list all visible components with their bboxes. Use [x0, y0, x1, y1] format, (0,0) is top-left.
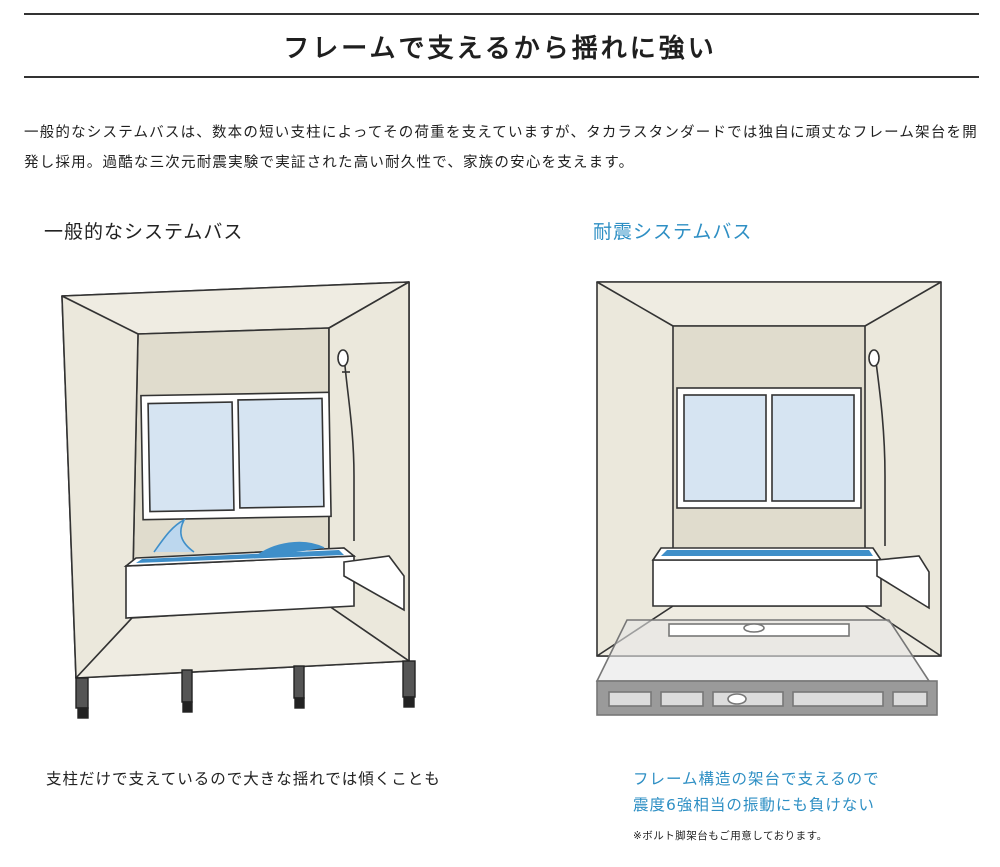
intro-text: 一般的なシステムバスは、数本の短い支柱によってその荷重を支えていますが、タカラス… [24, 125, 978, 171]
bolt-frame-note: ※ボルト脚架台もご用意しております。 [633, 830, 828, 842]
quake-proof-bath-illustration [595, 281, 942, 716]
standard-bath-illustration [61, 281, 416, 719]
standard-bath-caption: 支柱だけで支えているので大きな揺れでは傾くことも [46, 770, 441, 788]
quake-proof-bath-caption: フレーム構造の架台で支えるので 震度6強相当の振動にも負けない [633, 766, 880, 818]
quake-proof-caption-line-1: フレーム構造の架台で支えるので [633, 770, 880, 788]
title-top-rule [24, 13, 979, 15]
quake-proof-caption-line-2: 震度6強相当の振動にも負けない [633, 796, 875, 814]
quake-proof-bath-heading: 耐震システムバス [593, 221, 753, 243]
standard-bath-heading: 一般的なシステムバス [44, 221, 244, 243]
title-bottom-rule [24, 76, 979, 78]
page-title: フレームで支えるから揺れに強い [283, 34, 717, 64]
